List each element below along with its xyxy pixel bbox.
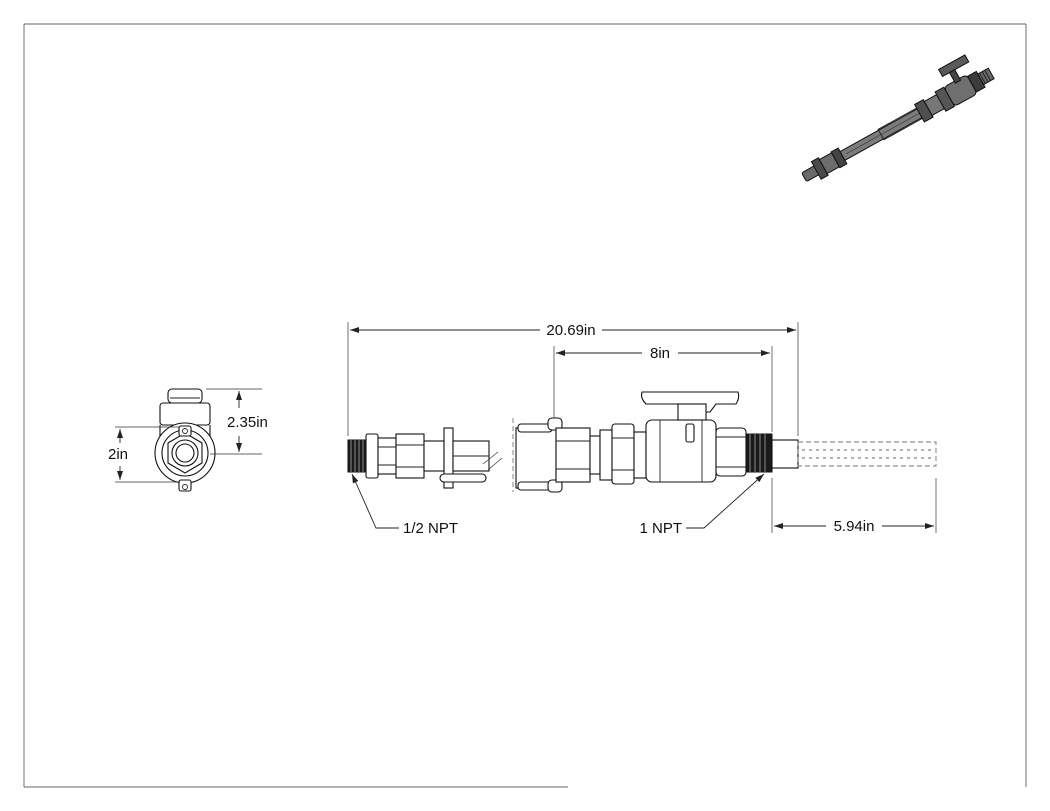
- callout-leaders: [351, 473, 765, 529]
- side-view: [347, 391, 937, 493]
- dim-overall-length: 20.69in: [546, 322, 595, 339]
- dim-end-view-height: 2.35in: [227, 414, 268, 431]
- dim-valve-to-thread: 8in: [650, 345, 670, 362]
- callout-outlet-thread: 1 NPT: [639, 520, 682, 537]
- side-view-dimensions: [347, 322, 937, 533]
- callout-inlet-thread: 1/2 NPT: [403, 520, 458, 537]
- sheet-border: [23, 23, 1027, 788]
- isometric-view: [801, 54, 995, 182]
- end-view-dimensions: [115, 388, 262, 483]
- end-view: [154, 388, 216, 492]
- dim-end-view-body: 2in: [108, 446, 128, 463]
- dim-extension: 5.94in: [834, 518, 875, 535]
